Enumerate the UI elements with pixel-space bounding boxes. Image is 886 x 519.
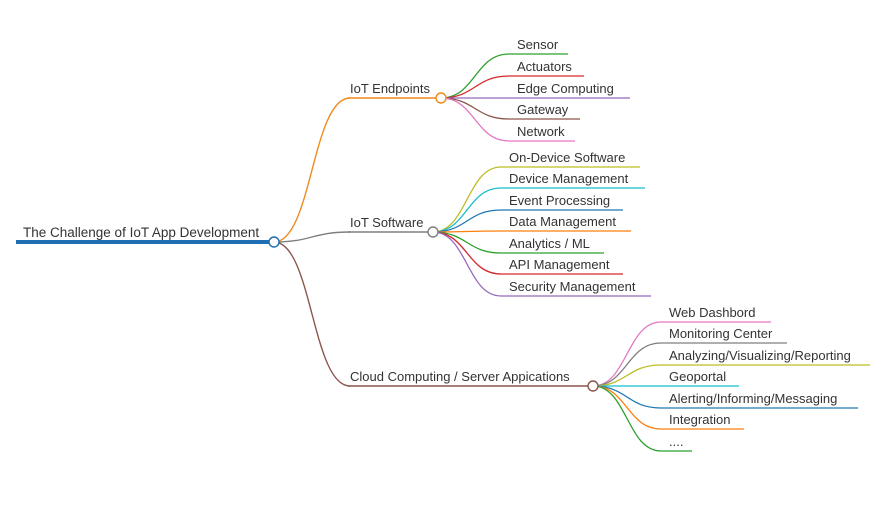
leaf-label-data-management: Data Management xyxy=(509,214,616,229)
connector-iot-software-api-management xyxy=(432,231,502,275)
branch-toggle-iot-endpoints[interactable] xyxy=(435,92,447,104)
connector-cloud-computing-server-appications-monitoring-center xyxy=(592,342,662,387)
leaf-label-ellipsis: .... xyxy=(669,434,683,449)
connector-root-iot-endpoints xyxy=(273,97,351,243)
leaf-label-edge-computing: Edge Computing xyxy=(517,81,614,96)
leaf-label-sensor: Sensor xyxy=(517,37,559,52)
leaf-label-gateway: Gateway xyxy=(517,102,569,117)
connector-root-cloud-computing-server-appications xyxy=(273,241,351,387)
leaf-label-geoportal: Geoportal xyxy=(669,369,726,384)
branch-label-iot-endpoints: IoT Endpoints xyxy=(350,81,430,96)
connector-iot-software-event-processing xyxy=(432,209,502,233)
connector-layer xyxy=(16,53,870,452)
connector-iot-software-on-device-software xyxy=(432,166,502,233)
leaf-label-alerting-informing-messaging: Alerting/Informing/Messaging xyxy=(669,391,837,406)
connector-iot-endpoints-network xyxy=(440,97,510,142)
node-layer: The Challenge of IoT App Development IoT … xyxy=(23,37,851,449)
connector-iot-software-analytics-ml xyxy=(432,231,502,254)
connector-iot-endpoints-gateway xyxy=(440,97,510,120)
root-toggle[interactable] xyxy=(268,236,280,248)
leaf-label-device-management: Device Management xyxy=(509,171,629,186)
connector-iot-software-device-management xyxy=(432,187,502,233)
leaf-label-network: Network xyxy=(517,124,565,139)
connector-iot-software-security-management xyxy=(432,231,502,297)
leaf-label-web-dashbord: Web Dashbord xyxy=(669,305,755,320)
leaf-label-integration: Integration xyxy=(669,412,730,427)
connector-cloud-computing-server-appications-web-dashbord xyxy=(592,321,662,387)
root-label: The Challenge of IoT App Development xyxy=(23,225,259,240)
leaf-label-security-management: Security Management xyxy=(509,279,636,294)
leaf-label-monitoring-center: Monitoring Center xyxy=(669,326,773,341)
connector-root-iot-software xyxy=(273,231,351,243)
connector-iot-endpoints-actuators xyxy=(440,75,510,99)
branch-toggle-iot-software[interactable] xyxy=(427,226,439,238)
branch-label-iot-software: IoT Software xyxy=(350,215,423,230)
leaf-label-api-management: API Management xyxy=(509,257,610,272)
leaf-label-event-processing: Event Processing xyxy=(509,193,610,208)
connector-cloud-computing-server-appications-alerting-informing-messaging xyxy=(592,385,662,409)
connector-cloud-computing-server-appications-ellipsis xyxy=(592,385,662,452)
connector-cloud-computing-server-appications-analyzing-visualizing-reporting xyxy=(592,364,662,387)
leaf-label-analyzing-visualizing-reporting: Analyzing/Visualizing/Reporting xyxy=(669,348,851,363)
branch-toggle-cloud-computing-server-appications[interactable] xyxy=(587,380,599,392)
connector-iot-endpoints-sensor xyxy=(440,53,510,99)
leaf-label-on-device-software: On-Device Software xyxy=(509,150,625,165)
leaf-label-analytics-ml: Analytics / ML xyxy=(509,236,590,251)
branch-label-cloud-computing-server-appications: Cloud Computing / Server Appications xyxy=(350,369,570,384)
leaf-label-actuators: Actuators xyxy=(517,59,572,74)
